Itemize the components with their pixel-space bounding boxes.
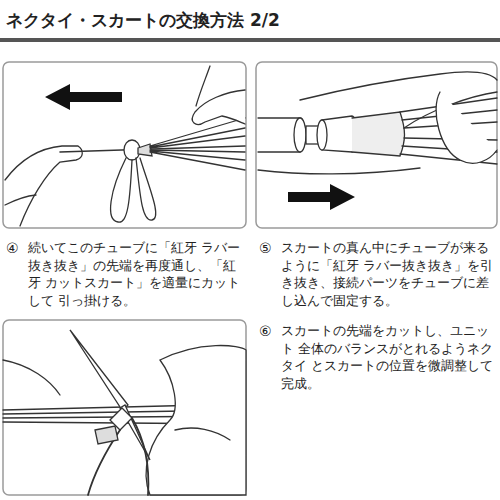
step4-illustration (5, 66, 245, 226)
step-number: ④ (6, 239, 28, 258)
panel (3, 320, 246, 495)
step5-illustration (258, 72, 497, 210)
step-number: ⑤ (259, 239, 281, 258)
step-number: ⑥ (259, 322, 281, 341)
panel (256, 62, 497, 228)
step-text: 続いてこのチューブに「紅牙 ラバー 抜き抜き」の先端を再度通し、「紅牙 カットス… (28, 239, 246, 309)
header-rule (0, 38, 500, 42)
step6-illustration (3, 330, 246, 495)
step-text: スカートの先端をカットし、ユニット 全体のバランスがとれるようネクタイ とスカー… (281, 322, 497, 392)
page-title: ネクタイ・スカートの交換方法 2/2 (6, 9, 280, 32)
step-text: スカートの真ん中にチューブが来る ように「紅牙 ラバー抜き抜き」を引 き抜き、接… (281, 239, 497, 309)
panel (3, 62, 246, 228)
